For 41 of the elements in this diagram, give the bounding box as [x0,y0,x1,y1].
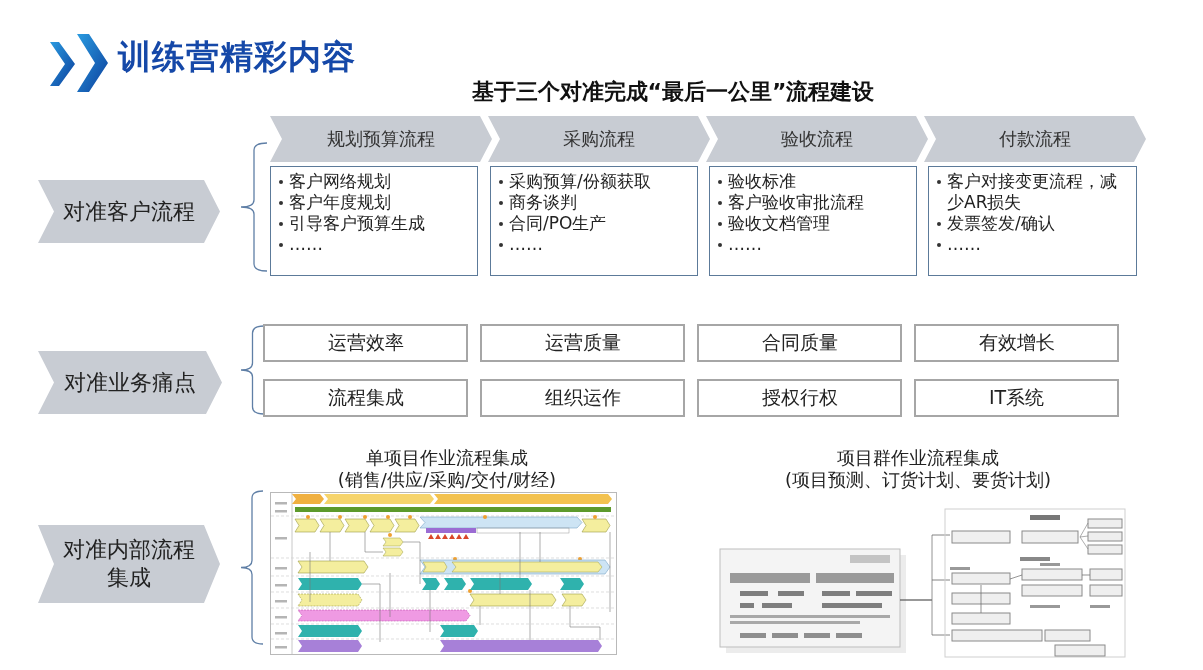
bullet-list-panel [709,166,917,276]
topic-card: 运营质量 [480,324,685,362]
topic-card: 运营效率 [263,324,468,362]
category-tag: 对准客户流程 [38,180,220,243]
list-item: 发票签发/确认 [947,213,1056,234]
slide-title: 训练营精彩内容 [118,37,356,77]
list-item: …… [728,234,763,255]
topic-card: 有效增长 [914,324,1119,362]
figure-caption: 项目群作业流程集成 [836,447,1000,469]
list-item: 商务谈判 [509,192,578,213]
bullet-list-panel [270,166,478,276]
list-item: …… [947,234,982,255]
list-item: 引导客户预算生成 [289,213,426,234]
list-item: 客户网络规划 [289,171,392,192]
process-stage-header: 验收流程 [706,116,928,162]
figure-caption: 单项目作业流程集成 [365,447,529,469]
list-item: 采购预算/份额获取 [509,171,652,192]
topic-card: IT系统 [914,379,1119,417]
list-item: 客户对接变更流程，减少AR损失 [947,171,1118,213]
list-item: 客户验收审批流程 [728,192,865,213]
category-tag: 对准业务痛点 [38,351,222,414]
subtitle: 基于三个对准完成“最后一公里”流程建设 [470,78,876,106]
topic-card: 流程集成 [263,379,468,417]
topic-card: 合同质量 [697,324,902,362]
bullet-list-panel [490,166,698,276]
bullet-list-panel [928,166,1137,276]
topic-card: 授权行权 [697,379,902,417]
list-item: 验收标准 [728,171,797,192]
process-stage-header: 规划预算流程 [270,116,492,162]
list-item: …… [289,234,324,255]
topic-card: 组织运作 [480,379,685,417]
process-stage-header: 采购流程 [488,116,710,162]
list-item: 验收文档管理 [728,213,831,234]
list-item: …… [509,234,544,255]
figure-caption: (销售/供应/采购/交付/财经) [336,469,558,491]
list-item: 客户年度规划 [289,192,392,213]
swimlane-flowchart-drawing [270,492,617,655]
figure-caption: (项目预测、订货计划、要货计划) [783,469,1052,491]
list-item: 合同/PO生产 [509,213,608,234]
process-stage-header: 付款流程 [924,116,1146,162]
category-tag: 对准内部流程集成 [38,525,220,603]
